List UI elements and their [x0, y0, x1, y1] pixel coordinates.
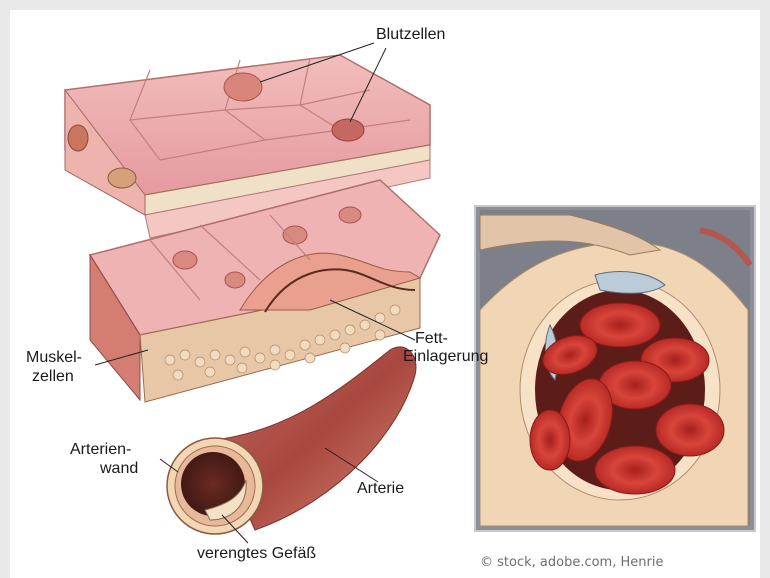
label-blutzellen: Blutzellen — [376, 25, 445, 44]
illustration-frame: Blutzellen Fett- Einlagerung Muskel- zel… — [10, 10, 760, 578]
label-arterienwand-line1: Arterien- — [70, 440, 131, 459]
label-arterienwand-line2: wand — [100, 459, 138, 478]
label-fett-line2: Einlagerung — [403, 347, 488, 366]
label-arterie: Arterie — [357, 479, 404, 498]
image-credit: © stock, adobe.com, Henrie — [480, 555, 663, 570]
blood-vessel-inset — [475, 206, 755, 531]
label-verengtes-gefaess: verengtes Gefäß — [197, 544, 316, 563]
label-muskel-line1: Muskel- — [26, 348, 82, 367]
label-muskel-line2: zellen — [32, 367, 74, 386]
label-fett-line1: Fett- — [415, 329, 448, 348]
